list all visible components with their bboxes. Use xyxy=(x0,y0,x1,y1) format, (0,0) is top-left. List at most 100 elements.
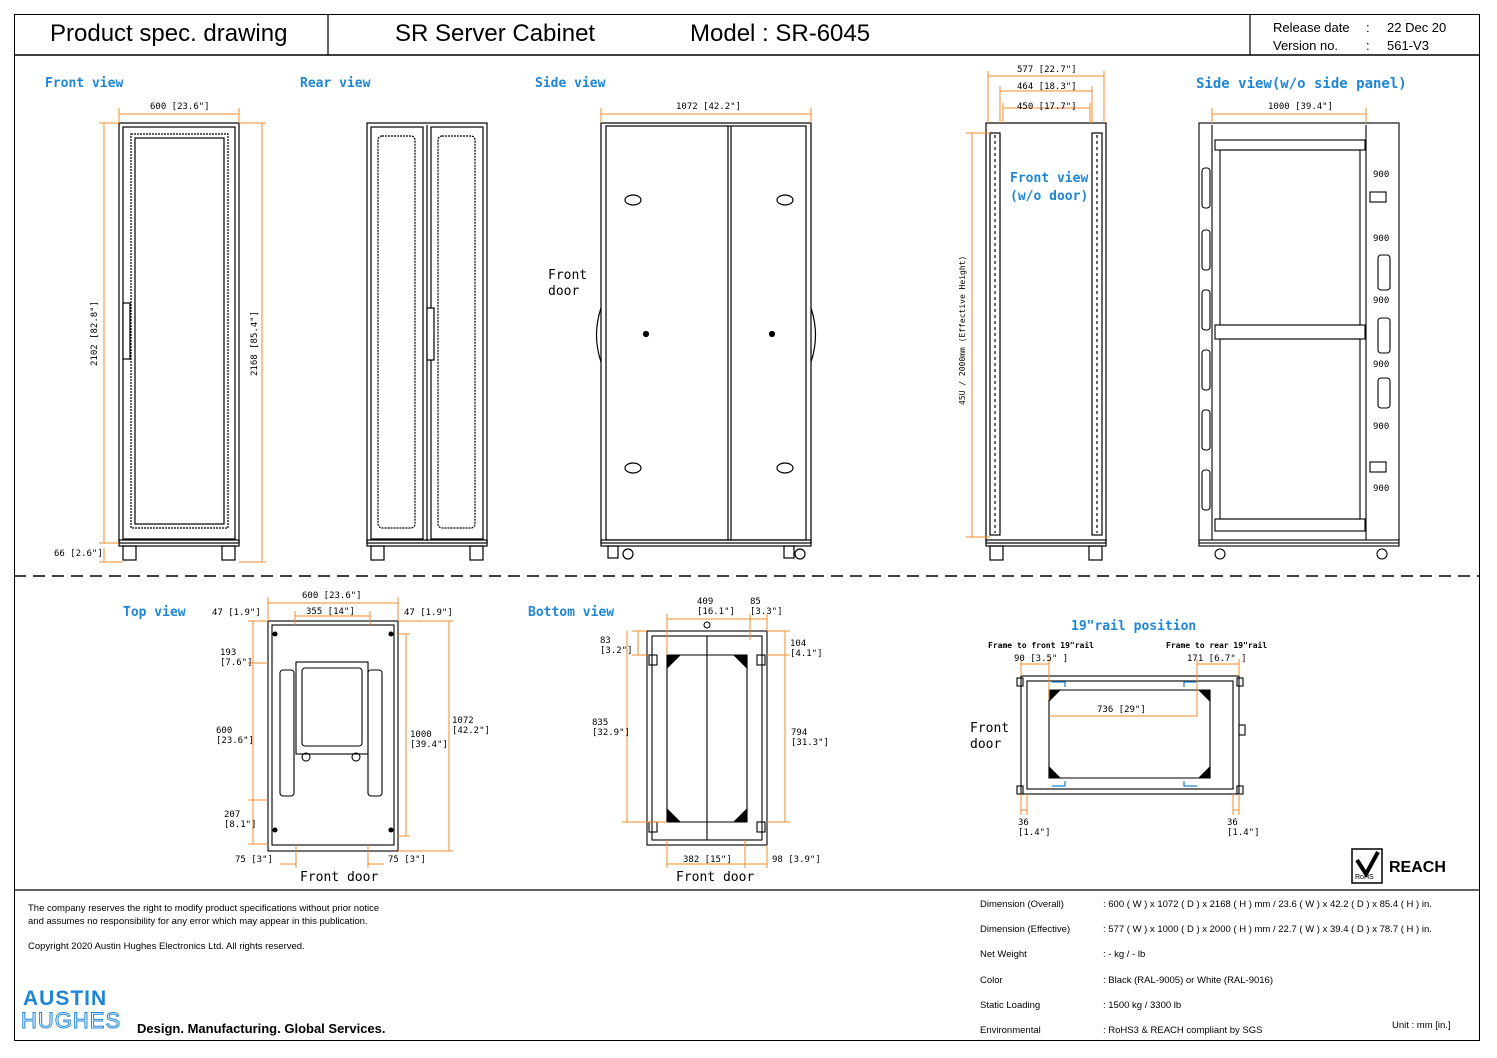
dim-side-depth: 1072 [42.2"] xyxy=(676,102,742,112)
front-view-label: Front view xyxy=(45,76,124,91)
product-name: SR Server Cabinet xyxy=(395,20,596,47)
spec-label: Dimension (Effective) xyxy=(980,924,1071,935)
dim-bottom-409: 409 [16.1"] xyxy=(697,597,735,617)
rail-label: 900 xyxy=(1373,234,1390,244)
dim-bottom-794: 794 [31.3"] xyxy=(791,728,829,748)
dim-swp-1000: 1000 [39.4"] xyxy=(1268,102,1334,112)
dim-top-47-left: 47 [1.9"] xyxy=(212,608,261,618)
dim-rail-36-right: 36 [1.4"] xyxy=(1227,818,1260,838)
rail-position-drawing xyxy=(1016,675,1246,795)
dim-bottom-83: 83 [3.2"] xyxy=(600,636,633,656)
frame-to-rear-rail-note: Frame to rear 19"rail xyxy=(1166,641,1268,650)
dim-fwd-450: 450 [17.7"] xyxy=(1017,102,1077,112)
spec-value: : 600 ( W ) x 1072 ( D ) x 2168 ( H ) mm… xyxy=(1103,899,1432,910)
rohs-label: RoHS xyxy=(1355,874,1374,881)
dim-top-600-vertical: 600 [23.6"] xyxy=(216,726,254,746)
release-label: Release date xyxy=(1273,20,1350,35)
dim-front-height: 2102 [82.8"] xyxy=(90,300,100,366)
side-wo-panel-dims xyxy=(1211,108,1367,123)
side-view-label: Side view xyxy=(535,76,606,91)
dim-top-600: 600 [23.6"] xyxy=(302,591,362,601)
version-value: 561-V3 xyxy=(1387,38,1429,53)
company-tagline: Design. Manufacturing. Global Services. xyxy=(137,1021,386,1036)
spec-label: Dimension (Overall) xyxy=(980,899,1064,910)
units-note: Unit : mm [in.] xyxy=(1392,1020,1451,1031)
release-sep: : xyxy=(1366,20,1370,35)
dim-front-width: 600 [23.6"] xyxy=(150,102,210,112)
side-view-drawing xyxy=(595,122,817,560)
dim-rail-171: 171 [6.7" ] xyxy=(1187,654,1247,664)
release-value: 22 Dec 20 xyxy=(1387,20,1447,35)
rail-position-label: 19"rail position xyxy=(1071,619,1197,634)
dim-top-355: 355 [14"] xyxy=(306,607,355,617)
dim-bottom-85: 85 [3.3"] xyxy=(750,597,783,617)
side-wo-panel-label: Side view(w/o side panel) xyxy=(1196,76,1407,92)
dim-top-193: 193 [7.6"] xyxy=(220,648,253,668)
top-view-label: Top view xyxy=(123,605,186,620)
dim-fwd-effective: 45U / 2000mm (Effective Height) xyxy=(958,255,967,405)
dim-top-207: 207 [8.1"] xyxy=(224,810,257,830)
bottom-view-drawing xyxy=(646,621,768,846)
spec-label: Static Loading xyxy=(980,1000,1041,1011)
dim-front-height-total: 2168 [85.4"] xyxy=(250,310,260,376)
dim-top-75-right: 75 [3"] xyxy=(388,855,426,865)
side-front-door-note: Front door xyxy=(548,268,588,299)
bottom-view-label: Bottom view xyxy=(528,605,615,620)
rail-label: 900 xyxy=(1373,170,1390,180)
version-sep: : xyxy=(1366,38,1370,53)
dim-rail-36-left: 36 [1.4"] xyxy=(1018,818,1051,838)
spec-value: : 577 ( W ) x 1000 ( D ) x 2000 ( H ) mm… xyxy=(1103,924,1432,935)
rail-label: 900 xyxy=(1373,296,1390,306)
dim-fwd-577: 577 [22.7"] xyxy=(1017,65,1077,75)
top-view-drawing xyxy=(267,620,399,852)
reach-label: REACH xyxy=(1389,859,1446,876)
rail-position-rails xyxy=(1052,681,1197,787)
version-label: Version no. xyxy=(1273,38,1339,53)
top-view-dims xyxy=(248,597,453,868)
front-wo-door-dims xyxy=(966,71,1105,538)
dim-bottom-104: 104 [4.1"] xyxy=(790,639,823,659)
dim-top-1000: 1000 [39.4"] xyxy=(410,730,448,750)
spec-value: : Black (RAL-9005) or White (RAL-9016) xyxy=(1103,975,1274,986)
dim-rail-90: 90 [3.5" ] xyxy=(1014,654,1069,664)
model-number: Model : SR-6045 xyxy=(690,20,871,47)
dim-top-75-left: 75 [3"] xyxy=(235,855,273,865)
spec-label: Environmental xyxy=(980,1025,1041,1036)
dim-top-47-right: 47 [1.9"] xyxy=(404,608,453,618)
spec-label: Net Weight xyxy=(980,949,1027,960)
rail-label: 900 xyxy=(1373,422,1390,432)
spec-value: : 1500 kg / 3300 lb xyxy=(1103,1000,1182,1011)
rail-label: 900 xyxy=(1373,484,1390,494)
frame-to-front-rail-note: Frame to front 19"rail xyxy=(988,641,1094,650)
front-wo-door-label: Front view (w/o door) xyxy=(1010,171,1089,204)
company-logo-bottom: HUGHES xyxy=(20,1008,122,1034)
dim-rail-736: 736 [29"] xyxy=(1097,705,1146,715)
rail-front-door-note: Front door xyxy=(970,721,1010,752)
spec-value: : - kg / - lb xyxy=(1103,949,1146,960)
bottom-front-door-note: Front door xyxy=(676,870,755,885)
side-view-dims xyxy=(600,108,812,123)
copyright-text: Copyright 2020 Austin Hughes Electronics… xyxy=(28,941,305,952)
drawing-frame xyxy=(14,14,1480,1041)
front-view-dims xyxy=(99,108,266,563)
rail-label: 900 xyxy=(1373,360,1390,370)
dim-bottom-835: 835 [32.9"] xyxy=(592,718,630,738)
side-wo-panel-drawing xyxy=(1198,122,1400,560)
dim-bottom-98: 98 [3.9"] xyxy=(772,855,821,865)
disclaimer-text: The company reserves the right to modify… xyxy=(28,903,380,927)
rear-view-label: Rear view xyxy=(300,76,371,91)
rear-view-drawing xyxy=(366,122,488,561)
front-wo-door-drawing xyxy=(985,122,1107,561)
bottom-view-dims xyxy=(622,614,790,868)
front-view-drawing xyxy=(118,122,240,561)
dim-bottom-382: 382 [15"] xyxy=(683,855,732,865)
rail-position-dims xyxy=(1020,659,1240,815)
rohs-check-icon xyxy=(1351,848,1383,884)
dim-fwd-464: 464 [18.3"] xyxy=(1017,82,1077,92)
doc-type-title: Product spec. drawing xyxy=(50,20,288,47)
spec-value: : RoHS3 & REACH compliant by SGS xyxy=(1103,1025,1263,1036)
top-front-door-note: Front door xyxy=(300,870,379,885)
spec-label: Color xyxy=(980,975,1003,986)
company-logo-top: AUSTIN xyxy=(23,987,108,1010)
